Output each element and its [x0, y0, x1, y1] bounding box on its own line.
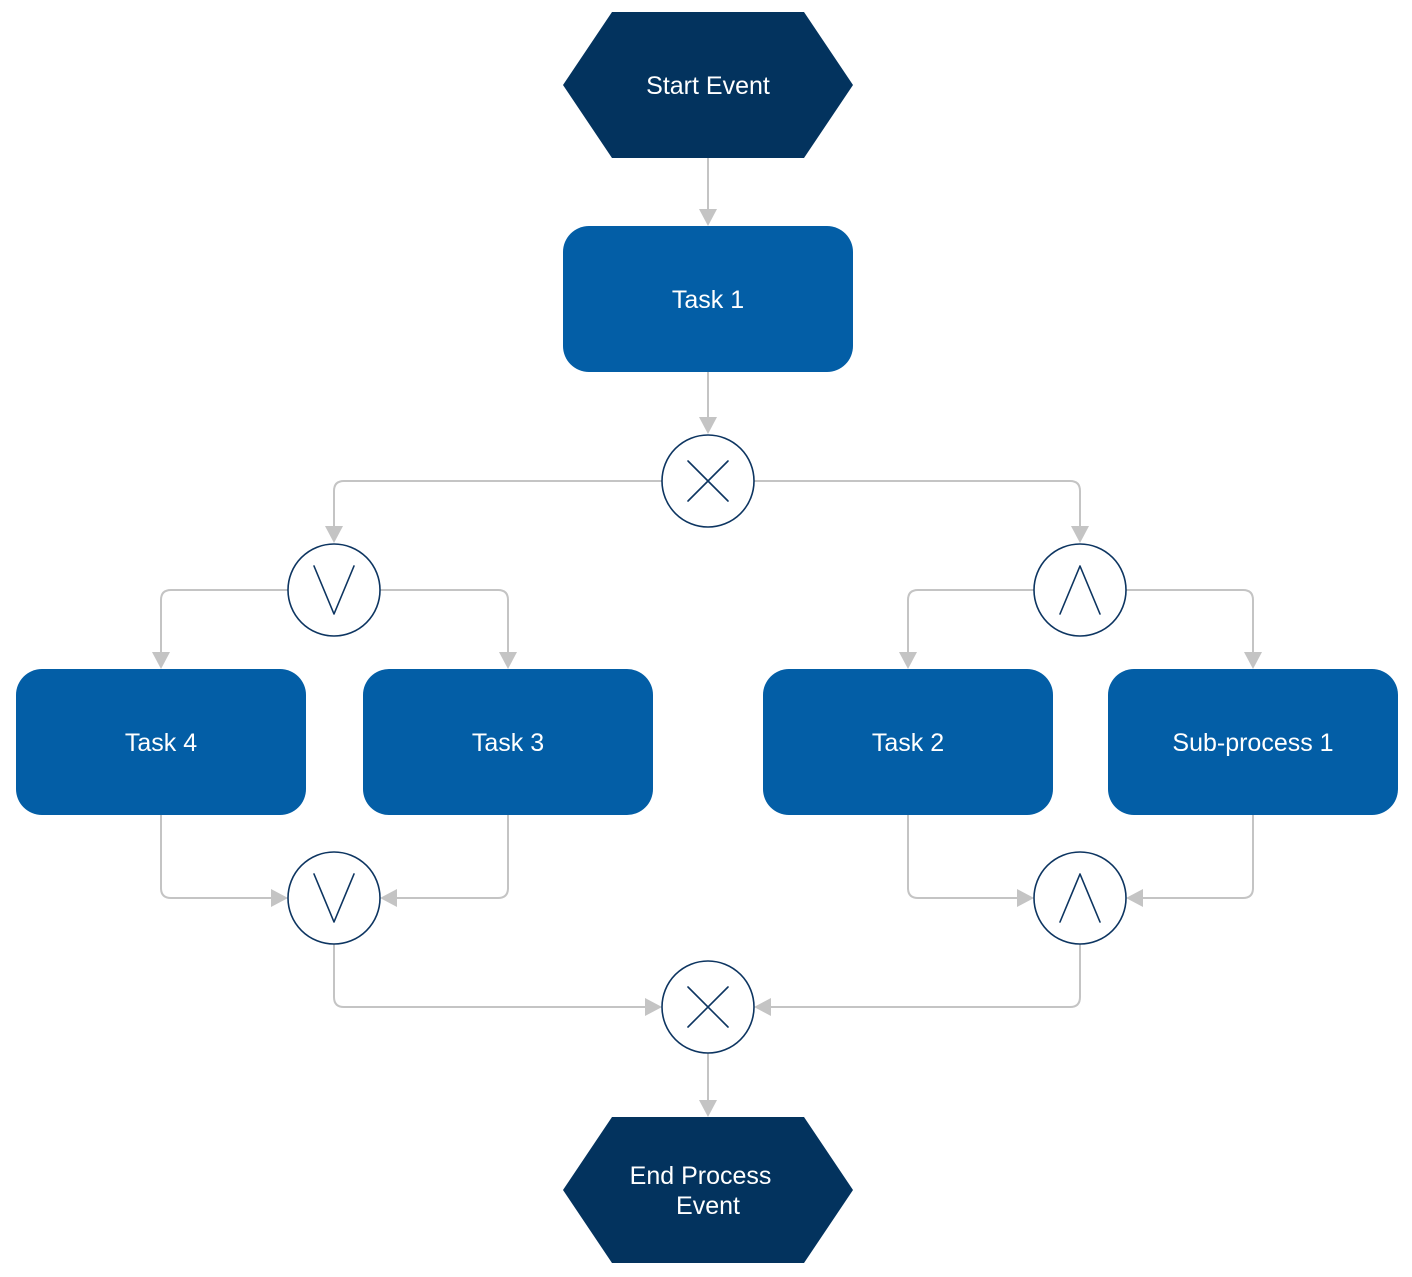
arrowhead-down	[699, 209, 717, 226]
task-3-label: Task 3	[472, 729, 544, 757]
arrowhead-down	[899, 652, 917, 669]
xor-split-gateway[interactable]	[661, 434, 755, 528]
connector-subprocess1-to-and-join	[1140, 815, 1254, 899]
task-4[interactable]: Task 4	[16, 669, 306, 815]
task-4-box	[16, 669, 306, 815]
start-event-label: Start Event	[646, 72, 770, 100]
task-1-label: Task 1	[672, 286, 744, 314]
xor-join-gateway[interactable]	[661, 960, 755, 1054]
or-v-icon	[313, 873, 355, 923]
task-3[interactable]: Task 3	[363, 669, 653, 815]
task-2-label: Task 2	[872, 729, 944, 757]
connector-and-split-to-task2	[907, 589, 1034, 655]
end-event[interactable]: End Process Event	[563, 1117, 853, 1263]
x-icon	[687, 460, 729, 502]
and-caret-icon	[1059, 565, 1101, 615]
task-2[interactable]: Task 2	[763, 669, 1053, 815]
connector-or-split-to-task4	[160, 589, 288, 655]
task-2-box	[763, 669, 1053, 815]
connector-task4-to-or-join	[160, 815, 274, 899]
arrowhead-down	[1244, 652, 1262, 669]
and-join-gateway[interactable]	[1033, 851, 1127, 945]
arrowhead-left	[1126, 889, 1143, 907]
end-event-label: End Process Event	[630, 1162, 779, 1220]
arrowhead-down	[699, 1100, 717, 1117]
or-split-gateway[interactable]	[287, 543, 381, 637]
end-event-label-line2: Event	[676, 1192, 740, 1220]
connector-or-split-to-task3	[380, 589, 509, 655]
arrowhead-left	[380, 889, 397, 907]
arrowhead-down	[699, 417, 717, 434]
end-event-hexagon	[563, 1117, 853, 1263]
and-join-circle	[1033, 851, 1127, 945]
arrowhead-down	[325, 526, 343, 543]
arrowhead-right	[645, 998, 662, 1016]
or-join-gateway[interactable]	[287, 851, 381, 945]
and-split-circle	[1033, 543, 1127, 637]
end-event-label-line1: End Process	[630, 1162, 772, 1190]
arrowhead-right	[271, 889, 288, 907]
or-join-circle	[287, 851, 381, 945]
start-event[interactable]: Start Event	[563, 12, 853, 158]
task-1[interactable]: Task 1	[563, 226, 853, 372]
subprocess-1[interactable]: Sub-process 1	[1108, 669, 1398, 815]
connector-task2-to-and-join	[907, 815, 1020, 899]
start-event-hexagon	[563, 12, 853, 158]
and-caret-icon	[1059, 873, 1101, 923]
arrowheads	[152, 209, 1262, 1117]
arrowhead-right	[1017, 889, 1034, 907]
task-1-box	[563, 226, 853, 372]
connector-xor-split-to-or-split	[333, 480, 662, 529]
connector-and-join-to-xor-join	[768, 944, 1081, 1008]
x-icon	[687, 986, 729, 1028]
task-4-label: Task 4	[125, 729, 197, 757]
subprocess-1-box	[1108, 669, 1398, 815]
task-3-box	[363, 669, 653, 815]
connector-xor-split-to-and-split	[754, 480, 1081, 529]
arrowhead-down	[499, 652, 517, 669]
connector-or-join-to-xor-join	[333, 944, 648, 1008]
connectors	[160, 158, 1254, 1103]
and-split-gateway[interactable]	[1033, 543, 1127, 637]
connector-and-split-to-subprocess1	[1126, 589, 1254, 655]
or-v-icon	[313, 565, 355, 615]
arrowhead-down	[1071, 526, 1089, 543]
or-split-circle	[287, 543, 381, 637]
subprocess-1-label: Sub-process 1	[1172, 729, 1333, 757]
arrowhead-down	[152, 652, 170, 669]
arrowhead-left	[754, 998, 771, 1016]
connector-task3-to-or-join	[394, 815, 509, 899]
